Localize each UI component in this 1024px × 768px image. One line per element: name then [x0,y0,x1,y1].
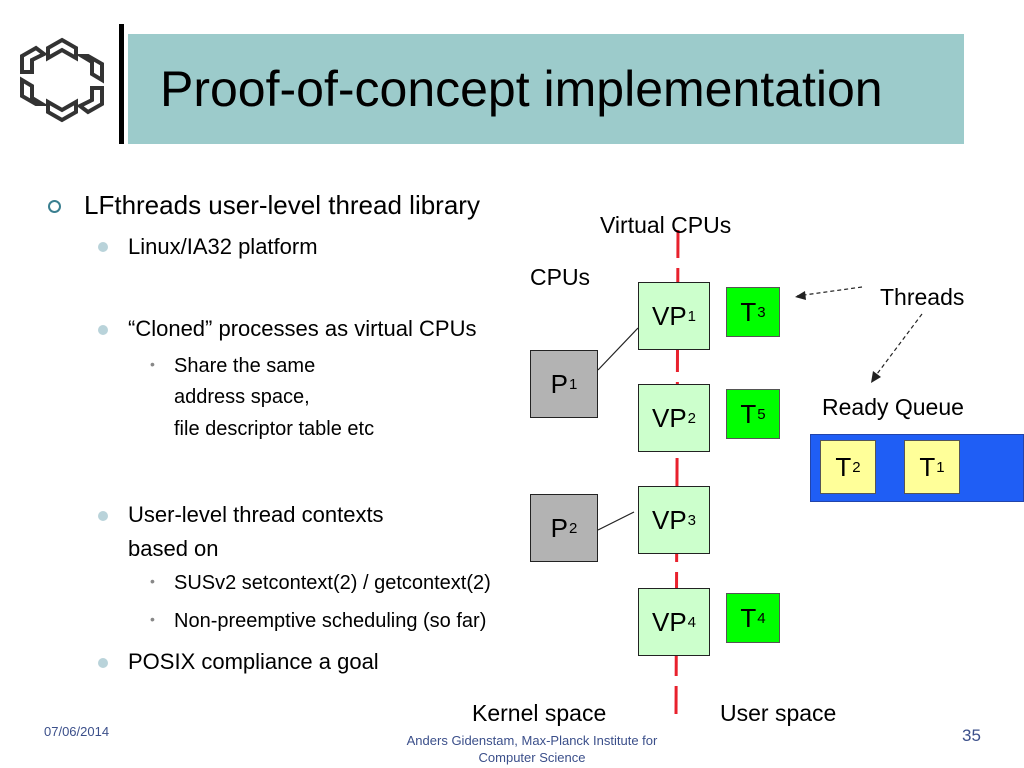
page-number: 35 [962,726,981,745]
bullet-l2: “Cloned” processes as virtual CPUs [128,316,477,341]
thread-index: 4 [757,609,766,627]
cpu-index: 2 [569,519,578,537]
label-user-space: User space [720,700,837,726]
bullet-l2: based on [128,536,219,561]
bullet-l3: SUSv2 setcontext(2) / getcontext(2) [174,572,491,594]
bullet-marker: • [150,356,155,372]
cpu-label: P [550,368,568,399]
bullet-marker [98,658,108,668]
threads-arrow-2 [873,313,923,379]
cpu-index: 1 [569,375,578,393]
vp-index: 1 [687,307,697,325]
thread-index: 5 [757,405,766,423]
thread-label: T [740,602,757,633]
label-threads: Threads [880,284,965,310]
p2-vp3-link [597,511,635,531]
thread-label: T [835,451,852,482]
bullet-marker: • [150,573,155,589]
vp-label: VP [651,504,687,535]
vp-label: VP [651,606,687,637]
bullet-l2: User-level thread contexts [128,502,384,527]
bullet-l2: Linux/IA32 platform [128,234,318,259]
bullet-l2: POSIX compliance a goal [128,649,379,674]
thread-label: T [740,398,757,429]
label-cpus: CPUs [530,264,591,290]
thread-label: T [740,296,757,327]
footer-date: 07/06/2014 [44,724,110,739]
label-kernel-space: Kernel space [472,700,607,726]
thread-index: 2 [852,458,861,476]
threads-arrow-1 [796,286,863,297]
cpu-label: P [550,512,568,543]
thread-index: 1 [936,458,945,476]
vp-index: 2 [687,409,697,427]
bullet-marker [98,325,108,335]
bullet-l3: Non-preemptive scheduling (so far) [174,610,487,632]
bullet-l3: Share the same [174,355,316,377]
footer-author-line2: Computer Science [478,750,586,765]
threads-arrowhead-2 [871,371,881,383]
p1-vp1-link [597,327,639,371]
bullet-l1: LFthreads user-level thread library [84,190,480,220]
vp-index: 4 [687,613,697,631]
bullet-marker [98,511,108,521]
thread-label: T [919,451,936,482]
bullet-marker [48,200,61,213]
label-ready-queue: Ready Queue [822,394,964,420]
slide-title: Proof-of-concept implementation [160,61,883,117]
threads-arrowhead-1 [795,291,806,300]
bullet-l3: address space, [174,386,310,408]
title-band [128,34,964,144]
vp-label: VP [651,402,687,433]
vp-label: VP [651,300,687,331]
bullet-marker: • [150,611,155,627]
vp-index: 3 [687,511,697,529]
bullet-l3: file descriptor table etc [174,418,375,440]
bullet-marker [98,242,108,252]
institute-logo [20,37,104,123]
thread-index: 3 [757,303,766,321]
title-divider-bar [119,24,124,144]
footer-author-line1: Anders Gidenstam, Max-Planck Institute f… [406,733,658,748]
label-virtual-cpus: Virtual CPUs [600,212,732,238]
